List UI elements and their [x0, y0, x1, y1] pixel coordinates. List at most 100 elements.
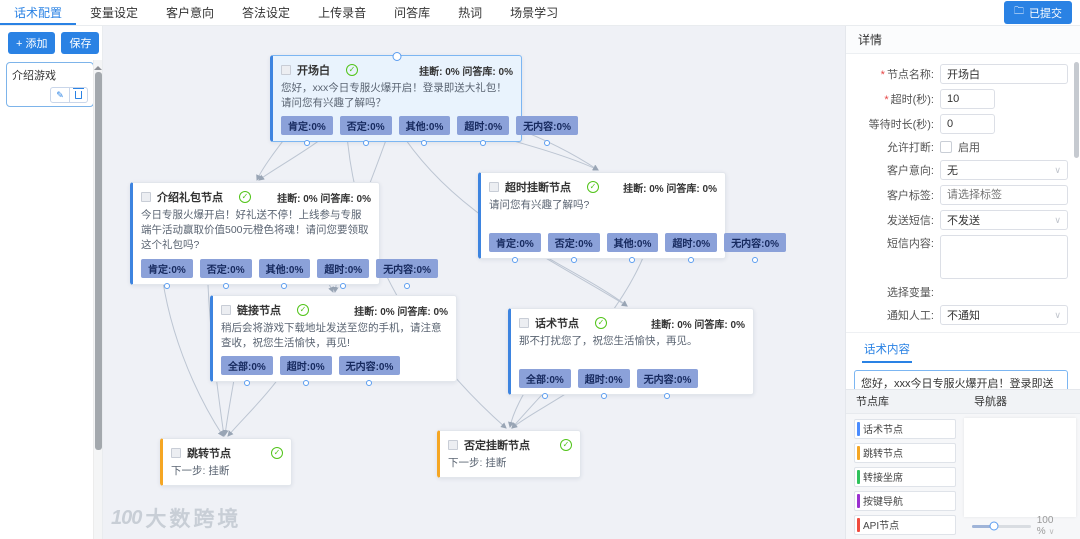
branch-chip[interactable]: 肯定:0%	[141, 258, 193, 278]
zoom-slider-knob[interactable]	[989, 521, 999, 531]
timeout-input[interactable]	[940, 89, 995, 109]
tag-input[interactable]	[940, 185, 1068, 205]
node-name-input[interactable]	[940, 64, 1068, 84]
tab-问答库[interactable]: 问答库	[394, 6, 431, 20]
sidebar-scrollbar-thumb[interactable]	[95, 72, 102, 450]
tab-node-library[interactable]: 节点库	[856, 396, 889, 408]
nav-tabs: 话术配置变量设定 客户意向 答法设定 上传录音 问答库 热词 场景学习	[0, 0, 572, 25]
node-checkbox[interactable]	[281, 65, 291, 75]
node-title: 话术节点	[535, 318, 579, 330]
tab-navigator[interactable]: 导航器	[974, 396, 1007, 408]
zoom-slider[interactable]	[972, 521, 1031, 531]
tab-客户意向[interactable]: 客户意向	[166, 6, 215, 20]
color-bar-icon	[857, 446, 860, 460]
node-body: 那不打扰您了，祝您生活愉快，再见。	[519, 335, 698, 347]
node-checkbox[interactable]	[448, 440, 458, 450]
timeout-label: *超时(秒):	[884, 94, 934, 106]
flow-node-opening[interactable]: 开场白✓挂断: 0% 问答库: 0%您好，xxx今日专服火爆开启！登录即送大礼包…	[270, 55, 578, 143]
send-sms-select[interactable]: 不发送∨	[940, 210, 1068, 230]
color-bar-icon	[857, 494, 860, 508]
add-button[interactable]: + 添加	[8, 32, 56, 54]
flow-node-jump-node[interactable]: 跳转节点✓下一步: 挂断	[160, 438, 292, 487]
details-scrollbar-thumb[interactable]	[1074, 62, 1079, 158]
delete-icon[interactable]	[69, 88, 87, 102]
branch-chip[interactable]: 无内容:0%	[636, 369, 699, 388]
flow-node-gift-intro[interactable]: 介绍礼包节点✓挂断: 0% 问答库: 0%今日专服火爆开启！好礼送不停！上线参与…	[130, 182, 438, 285]
allow-interrupt-option: 启用	[958, 142, 980, 154]
tab-场景学习[interactable]: 场景学习	[510, 6, 559, 20]
branch-chip[interactable]: 无内容:0%	[724, 233, 786, 252]
node-title: 跳转节点	[187, 448, 231, 460]
library-item-API节点[interactable]: API节点	[854, 515, 956, 535]
chevron-down-icon: ∨	[1048, 527, 1055, 536]
scroll-up-icon[interactable]	[94, 62, 102, 70]
check-circle-icon: ✓	[560, 439, 572, 451]
library-item-转接坐席[interactable]: 转接坐席	[854, 467, 956, 487]
library-item-话术节点[interactable]: 话术节点	[854, 419, 956, 439]
tab-script-content[interactable]: 话术内容	[862, 339, 912, 363]
wait-time-label: 等待时长(秒):	[868, 119, 934, 131]
flow-node-negative-hangup[interactable]: 否定挂断节点✓下一步: 挂断	[437, 430, 581, 479]
watermark-text: 大数跨境	[145, 508, 242, 531]
library-item-按键导航[interactable]: 按键导航	[854, 491, 956, 511]
branch-chip[interactable]: 全部:0%	[519, 369, 571, 388]
save-button[interactable]: 保存	[61, 32, 100, 54]
node-checkbox[interactable]	[519, 318, 529, 328]
node-title: 链接节点	[237, 305, 281, 317]
wait-time-input[interactable]	[940, 114, 995, 134]
sidebar-scrollbar[interactable]	[93, 60, 102, 539]
flow-node-timeout-hangup[interactable]: 超时挂断节点✓挂断: 0% 问答库: 0%请问您有兴趣了解吗?肯定:0%否定:0…	[478, 172, 786, 259]
check-circle-icon: ✓	[346, 64, 358, 76]
edit-icon[interactable]: ✎	[56, 89, 64, 100]
node-body: 稍后会将游戏下载地址发送至您的手机，请注意查收，祝您生活愉快，再见!	[221, 322, 442, 350]
branch-chip[interactable]: 其他:0%	[606, 233, 659, 252]
branch-chip[interactable]: 无内容:0%	[516, 116, 578, 136]
flow-canvas[interactable]: 开场白✓挂断: 0% 问答库: 0%您好，xxx今日专服火爆开启！登录即送大礼包…	[103, 26, 845, 539]
node-checkbox[interactable]	[141, 192, 151, 202]
allow-interrupt-label: 允许打断:	[886, 142, 934, 154]
branch-chip[interactable]: 否定:0%	[547, 233, 600, 252]
library-item-跳转节点[interactable]: 跳转节点	[854, 443, 956, 463]
minimap[interactable]	[964, 418, 1076, 517]
flow-node-script-node[interactable]: 话术节点✓挂断: 0% 问答库: 0%那不打扰您了，祝您生活愉快，再见。全部:0…	[508, 308, 754, 395]
branch-chip[interactable]: 否定:0%	[339, 116, 392, 136]
branch-chip[interactable]: 超时:0%	[317, 258, 370, 278]
submit-button[interactable]: 🗀 已提交	[1004, 1, 1072, 24]
tab-话术配置[interactable]: 话术配置	[0, 0, 77, 25]
branch-chip[interactable]: 其他:0%	[398, 116, 451, 136]
notify-human-select[interactable]: 不通知∨	[940, 305, 1068, 325]
branch-chip[interactable]: 超时:0%	[279, 356, 332, 376]
branch-chip[interactable]: 其他:0%	[258, 258, 311, 278]
tab-热词[interactable]: 热词	[458, 6, 483, 20]
tab-变量设定[interactable]: 变量设定	[90, 6, 139, 20]
zoom-level[interactable]: 100 %∨	[1036, 515, 1055, 537]
branch-chip[interactable]: 肯定:0%	[489, 233, 541, 252]
notify-human-label: 通知人工:	[886, 310, 934, 322]
folder-icon: 🗀	[1014, 6, 1024, 17]
sms-content-textarea[interactable]	[940, 235, 1068, 279]
node-checkbox[interactable]	[221, 305, 231, 315]
branch-chip[interactable]: 全部:0%	[221, 356, 273, 376]
node-body: 请问您有兴趣了解吗?	[489, 199, 590, 211]
script-card[interactable]: 介绍游戏 ✎	[6, 62, 94, 107]
branch-chip[interactable]: 超时:0%	[457, 116, 510, 136]
tab-上传录音[interactable]: 上传录音	[318, 6, 367, 20]
allow-interrupt-checkbox[interactable]	[940, 141, 952, 153]
branch-chip[interactable]: 无内容:0%	[338, 356, 401, 376]
intent-select[interactable]: 无∨	[940, 160, 1068, 180]
script-card-name: 介绍游戏	[12, 70, 56, 82]
branch-chip[interactable]: 超时:0%	[577, 369, 630, 388]
node-stats: 挂断: 0% 问答库: 0%	[419, 66, 513, 78]
tab-答法设定[interactable]: 答法设定	[242, 6, 291, 20]
script-content-textarea[interactable]: 您好，xxx今日专服火爆开启！登录即送大礼包！请问您有兴趣了解吗?	[854, 370, 1068, 389]
flow-node-link-node[interactable]: 链接节点✓挂断: 0% 问答库: 0%稍后会将游戏下载地址发送至您的手机，请注意…	[210, 295, 457, 383]
navigator-panel: 100 %∨	[964, 414, 1080, 539]
branch-chip[interactable]: 无内容:0%	[376, 258, 438, 278]
branch-chip[interactable]: 否定:0%	[199, 258, 252, 278]
check-circle-icon: ✓	[595, 317, 607, 329]
node-body: 下一步: 挂断	[448, 457, 507, 469]
branch-chip[interactable]: 肯定:0%	[281, 116, 333, 136]
node-checkbox[interactable]	[489, 182, 499, 192]
branch-chip[interactable]: 超时:0%	[665, 233, 718, 252]
node-checkbox[interactable]	[171, 448, 181, 458]
